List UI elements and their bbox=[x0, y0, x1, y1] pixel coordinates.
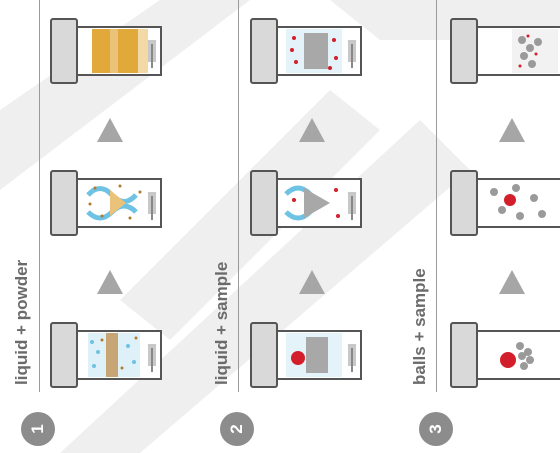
vessel-balls-ground bbox=[450, 18, 560, 84]
column-divider-1 bbox=[39, 0, 40, 392]
vessel-powder-mixing bbox=[50, 170, 162, 236]
step-number-1: 1 bbox=[21, 412, 55, 446]
up-arrow-icon bbox=[97, 118, 123, 142]
vessel-sample-mixing bbox=[250, 170, 362, 236]
column-2-label: liquid + sample bbox=[212, 262, 232, 385]
up-arrow-icon bbox=[299, 270, 325, 294]
step-number-3: 3 bbox=[419, 412, 453, 446]
column-3-label: balls + sample bbox=[410, 268, 430, 385]
vessel-balls-start bbox=[450, 322, 560, 388]
column-1-label: liquid + powder bbox=[12, 260, 32, 385]
vessel-sample-start bbox=[250, 322, 362, 388]
up-arrow-icon bbox=[299, 118, 325, 142]
vessel-powder-dispersed bbox=[50, 18, 162, 84]
column-divider-2 bbox=[238, 0, 239, 392]
column-divider-3 bbox=[436, 0, 437, 392]
up-arrow-icon bbox=[499, 270, 525, 294]
up-arrow-icon bbox=[499, 118, 525, 142]
step-number-2: 2 bbox=[220, 412, 254, 446]
vessel-sample-dispersed bbox=[250, 18, 362, 84]
vessel-balls-grinding bbox=[450, 170, 560, 236]
up-arrow-icon bbox=[97, 270, 123, 294]
vessel-powder-start bbox=[50, 322, 162, 388]
